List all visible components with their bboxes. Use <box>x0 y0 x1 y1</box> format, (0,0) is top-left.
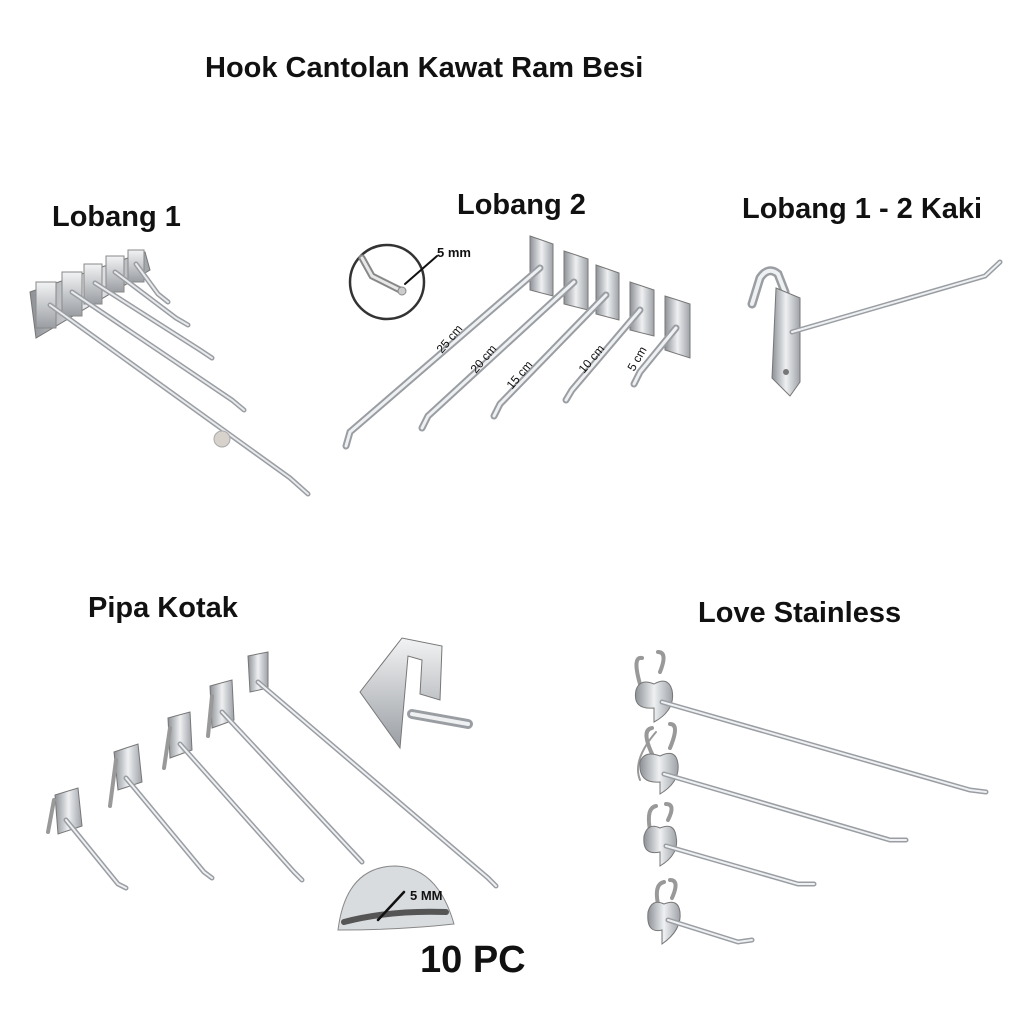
love-stainless-hooks <box>634 650 989 945</box>
quantity-label: 10 PC <box>420 939 526 981</box>
label-lobang-2: Lobang 2 <box>457 189 586 221</box>
pipa-kotak-hooks: 5 MM <box>46 637 499 931</box>
label-lobang-1-2-kaki: Lobang 1 - 2 Kaki <box>742 193 983 225</box>
lobang-1-2-kaki-hook <box>747 259 1003 397</box>
label-love-stainless: Love Stainless <box>698 597 902 629</box>
label-pipa-kotak: Pipa Kotak <box>88 592 238 624</box>
label-lobang-1: Lobang 1 <box>52 201 181 233</box>
detail-5mm: 5 mm <box>437 245 471 260</box>
detail-5mm-pipa: 5 MM <box>410 888 443 903</box>
lobang-2-hooks: 5 mm 25 cm 20 cm 15 cm 10 cm 5 cm <box>342 235 691 450</box>
page-title: Hook Cantolan Kawat Ram Besi <box>205 52 644 84</box>
lobang-1-hooks <box>29 249 311 497</box>
